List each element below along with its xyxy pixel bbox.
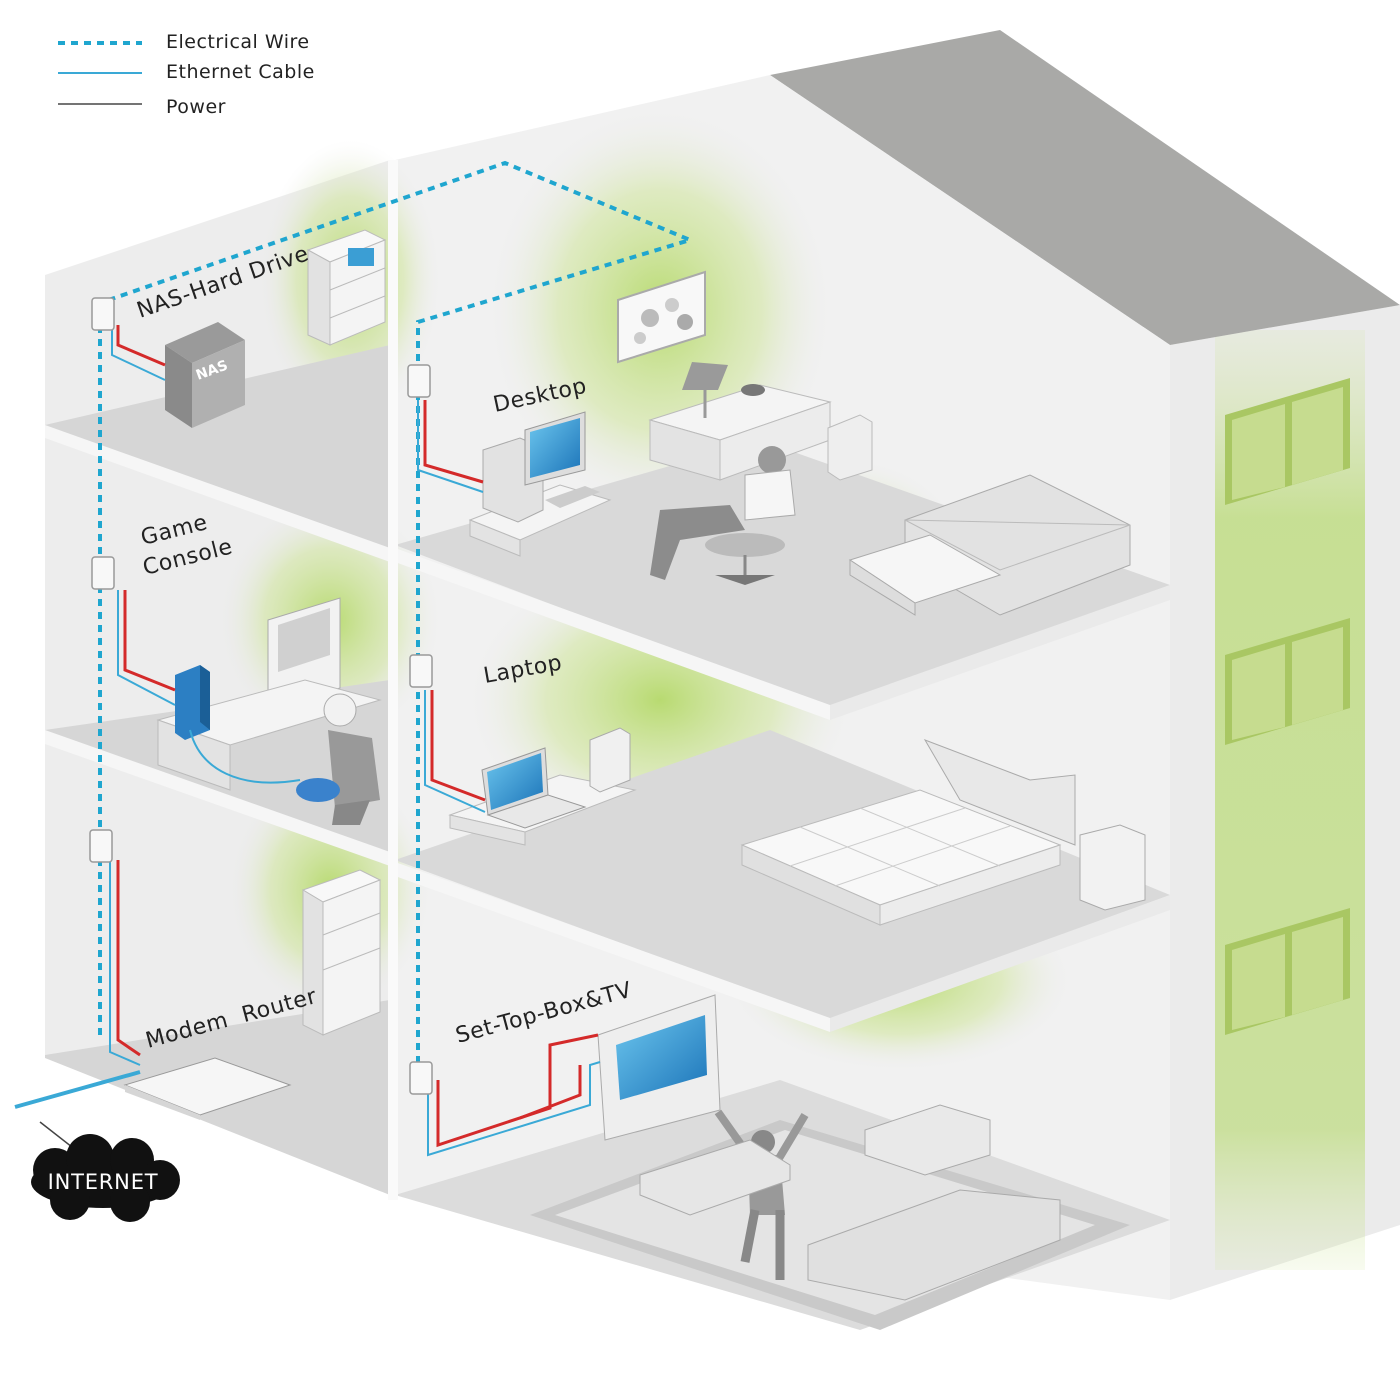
legend-power-label: Power bbox=[166, 96, 226, 118]
adapter-nas bbox=[91, 297, 115, 331]
boy-playing-console bbox=[296, 693, 380, 825]
window-bottom bbox=[1225, 908, 1350, 1035]
game-console-device bbox=[175, 665, 210, 740]
living-room-sofas bbox=[639, 1104, 1061, 1301]
window-middle bbox=[1225, 618, 1350, 745]
window-top bbox=[1225, 378, 1350, 505]
tv-stand-game-room bbox=[156, 597, 382, 791]
adapter-desktop bbox=[407, 364, 431, 398]
sofa-and-table bbox=[848, 474, 1131, 616]
wardrobe-bedroom bbox=[1079, 824, 1146, 911]
bed bbox=[740, 739, 1076, 926]
nas-device: NAS bbox=[165, 322, 245, 428]
tv-living-room bbox=[597, 994, 721, 1141]
furniture: NAS bbox=[123, 229, 1146, 1301]
windows bbox=[1225, 378, 1350, 1035]
modem-router-device bbox=[123, 1057, 292, 1120]
desk-with-lamp bbox=[648, 362, 873, 481]
shelf-attic bbox=[306, 229, 387, 346]
adapter-modem bbox=[89, 829, 113, 863]
legend: Electrical Wire Ethernet Cable Power bbox=[58, 31, 315, 118]
laptop-desk bbox=[448, 727, 637, 846]
adapter-laptop bbox=[409, 654, 433, 688]
power-lines bbox=[14, 325, 601, 1166]
legend-ethernet-cable-label: Ethernet Cable bbox=[166, 61, 315, 83]
adapter-set-top-box bbox=[409, 1061, 433, 1095]
computer-desk bbox=[468, 411, 612, 557]
shelf-ground bbox=[301, 869, 382, 1036]
house bbox=[45, 30, 1400, 1330]
floor-attic-left bbox=[45, 345, 390, 550]
powerline-adapters bbox=[89, 297, 433, 1095]
central-divider-wall bbox=[388, 160, 398, 1200]
internet-cloud: INTERNET bbox=[31, 1134, 180, 1222]
roof bbox=[770, 30, 1400, 345]
picture-frame bbox=[617, 270, 706, 364]
internet-label: INTERNET bbox=[48, 1170, 159, 1194]
adapter-game-console bbox=[91, 556, 115, 590]
man-in-chair bbox=[650, 446, 796, 585]
legend-electrical-wire-label: Electrical Wire bbox=[166, 31, 310, 53]
